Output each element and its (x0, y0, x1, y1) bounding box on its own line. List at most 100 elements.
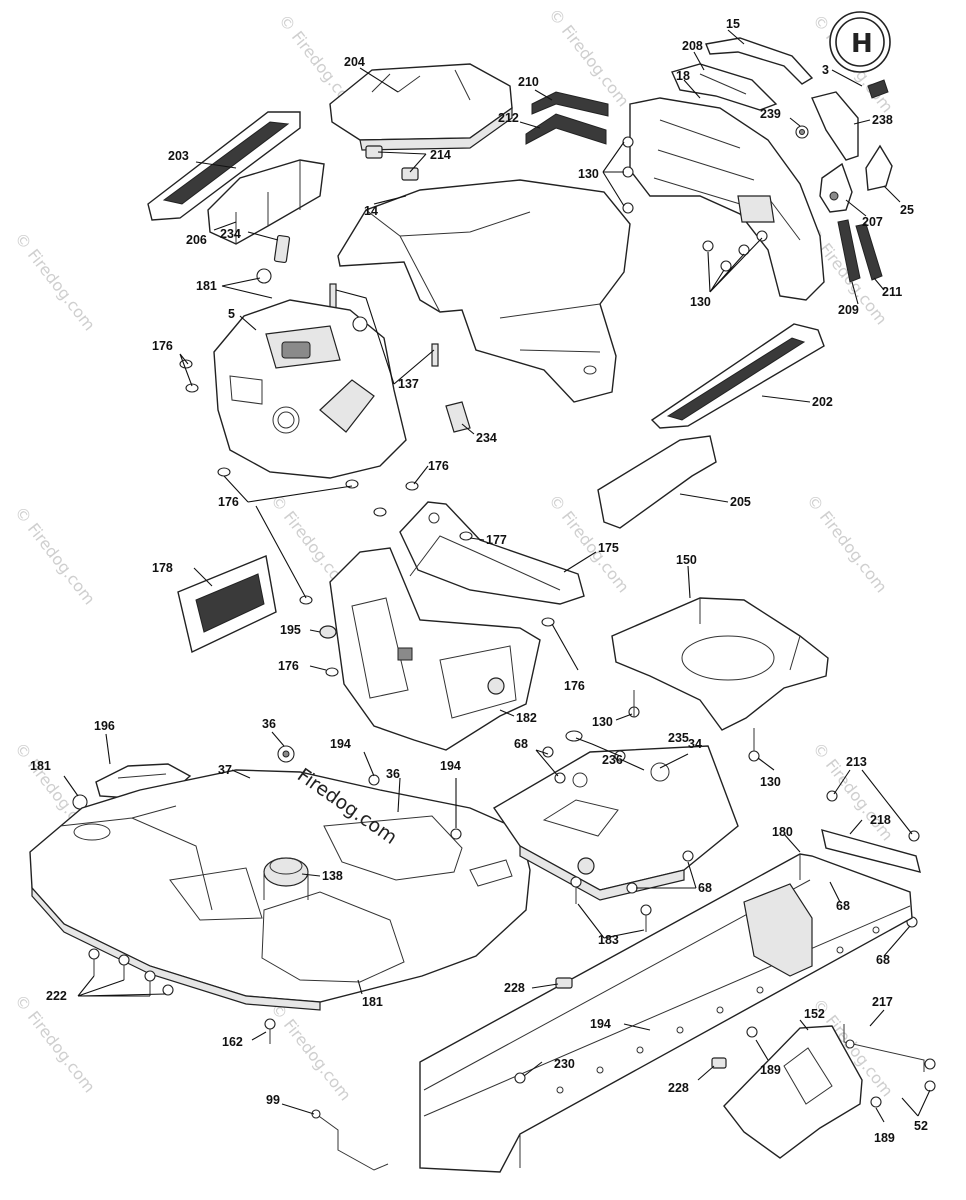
callout-239: 239 (760, 107, 781, 121)
callout-204: 204 (344, 55, 365, 69)
callout-235: 235 (668, 731, 689, 745)
callout-176-left: 176 (152, 339, 173, 353)
part-183-bolts (570, 876, 652, 932)
part-180-frame (419, 853, 913, 1173)
part-209-grille-strip (837, 219, 861, 283)
callout-176-upper-right: 176 (428, 459, 449, 473)
callout-208: 208 (682, 39, 703, 53)
callout-189-upper: 189 (760, 1063, 781, 1077)
callout-180: 180 (772, 825, 793, 839)
callout-182: 182 (516, 711, 537, 725)
part-222-bolts (88, 948, 174, 996)
part-5-dash-panel (213, 299, 407, 479)
part-206-grille-bracket (207, 159, 325, 245)
callout-34: 34 (688, 737, 702, 751)
part-204-hood-top-panel (329, 63, 513, 151)
part-3-emblem: H (829, 11, 891, 99)
callout-37: 37 (218, 763, 232, 777)
callout-152: 152 (804, 1007, 825, 1021)
part-207-bracket (819, 162, 853, 213)
callout-176-lower-left: 176 (278, 659, 299, 673)
callout-3: 3 (822, 63, 829, 77)
callout-130-right: 130 (760, 775, 781, 789)
callout-212: 212 (498, 111, 519, 125)
callout-68-right: 68 (836, 899, 850, 913)
callout-138: 138 (322, 869, 343, 883)
part-205-shield (597, 435, 717, 529)
callout-178: 178 (152, 561, 173, 575)
part-178-vent-panel (177, 555, 277, 654)
callout-211: 211 (882, 285, 902, 299)
callout-130-upper: 130 (578, 167, 599, 181)
callout-130-mid: 130 (690, 295, 711, 309)
callout-210: 210 (518, 75, 539, 89)
part-195-plug (319, 625, 337, 639)
callout-214: 214 (430, 148, 451, 162)
callout-218: 218 (870, 813, 891, 827)
part-234-pad-upper (273, 234, 291, 264)
part-130-screws (622, 136, 768, 762)
part-176-grommets (179, 359, 555, 677)
callout-68-mid: 68 (698, 881, 712, 895)
part-152-hitch-plate (723, 1025, 863, 1159)
callout-234-lower: 234 (476, 431, 497, 445)
callout-177: 177 (486, 533, 507, 547)
husqvarna-crown-icon: H (851, 29, 873, 59)
callout-162: 162 (222, 1035, 243, 1049)
callout-68-lower-right: 68 (876, 953, 890, 967)
part-239-nut (795, 125, 809, 139)
callout-183: 183 (598, 933, 619, 947)
callout-14: 14 (364, 204, 378, 218)
callout-217: 217 (872, 995, 893, 1009)
callout-150: 150 (676, 553, 697, 567)
part-37-fender (29, 769, 531, 1011)
callout-194-upper: 194 (330, 737, 351, 751)
part-150-belt-guard (611, 597, 829, 731)
callout-36-lower: 36 (386, 767, 400, 781)
part-234-pad-lower (445, 401, 471, 433)
callout-228-upper: 228 (504, 981, 525, 995)
part-214-clips (365, 145, 419, 181)
callout-176-center: 176 (218, 495, 239, 509)
callout-202: 202 (812, 395, 833, 409)
part-202-front-trim (650, 323, 825, 429)
part-99-rod (311, 1109, 389, 1171)
part-208-bracket (671, 63, 778, 111)
watermark-text: © Firedog.com (803, 491, 891, 596)
callout-238: 238 (872, 113, 893, 127)
part-218-bracket (821, 829, 921, 873)
callout-181-upper: 181 (196, 279, 217, 293)
part-14-hood (337, 179, 631, 403)
watermark-text: © Firedog.com (11, 991, 99, 1096)
callout-194-lower: 194 (590, 1017, 611, 1031)
part-15-top-trim (705, 37, 814, 85)
callout-234-upper: 234 (220, 227, 241, 241)
watermark-text: © Firedog.com (11, 503, 99, 608)
callout-52: 52 (914, 1119, 928, 1133)
part-175-steering-bracket (399, 501, 585, 605)
part-34-steering-plate (492, 745, 739, 901)
callout-230: 230 (554, 1057, 575, 1071)
watermark-text: © Firedog.com (267, 999, 355, 1104)
callout-228-lower: 228 (668, 1081, 689, 1095)
part-162-bolt (264, 1018, 276, 1044)
callout-137: 137 (398, 377, 419, 391)
callout-176-lower-right: 176 (564, 679, 585, 693)
callout-18: 18 (676, 69, 690, 83)
callout-236: 236 (602, 753, 623, 767)
part-182-dash-housing (329, 547, 541, 751)
callout-203: 203 (168, 149, 189, 163)
callout-68-upper: 68 (514, 737, 528, 751)
part-212-grille-insert (525, 113, 607, 145)
callout-195: 195 (280, 623, 301, 637)
callout-25: 25 (900, 203, 914, 217)
callout-213: 213 (846, 755, 867, 769)
callout-5: 5 (228, 307, 235, 321)
part-25-lens (865, 144, 893, 191)
part-228-bumpers (555, 977, 727, 1069)
callout-207: 207 (862, 215, 883, 229)
callout-181-left: 181 (30, 759, 51, 773)
leader-lines (63, 29, 931, 1123)
callout-196: 196 (94, 719, 115, 733)
